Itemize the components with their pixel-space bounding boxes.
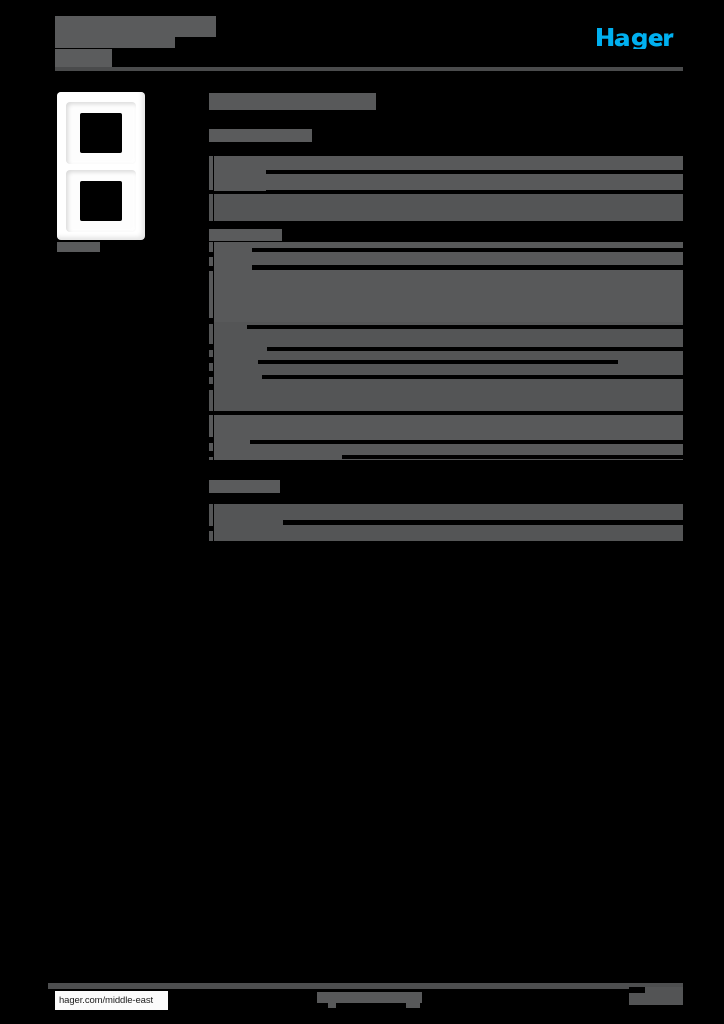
row-separator bbox=[247, 325, 683, 329]
cell-edge bbox=[209, 437, 214, 443]
footer-divider bbox=[48, 983, 683, 989]
table-row-group bbox=[209, 414, 683, 460]
row-separator bbox=[209, 411, 683, 415]
section-heading-3 bbox=[209, 480, 280, 493]
cell-edge bbox=[213, 242, 214, 322]
page-header bbox=[55, 13, 683, 73]
row-separator bbox=[258, 360, 618, 364]
cell-edge bbox=[671, 497, 683, 503]
cell-edge bbox=[209, 190, 214, 194]
row-separator bbox=[618, 248, 683, 252]
product-caption bbox=[57, 242, 100, 252]
hager-logo bbox=[596, 27, 674, 49]
product-frame-cutout-bottom bbox=[66, 170, 136, 232]
cell-edge bbox=[209, 384, 214, 390]
row-separator bbox=[266, 170, 683, 174]
row-separator bbox=[267, 347, 683, 351]
row-separator bbox=[342, 455, 683, 459]
cell-edge bbox=[213, 194, 214, 221]
cell-edge bbox=[213, 322, 214, 414]
cell-edge bbox=[209, 252, 214, 257]
table-row-group bbox=[209, 242, 683, 322]
row-separator bbox=[618, 265, 683, 270]
table-row bbox=[209, 194, 683, 221]
row-separator bbox=[283, 520, 683, 525]
header-divider bbox=[55, 67, 683, 71]
cell-edge bbox=[213, 155, 214, 191]
cell-edge bbox=[209, 526, 214, 531]
row-separator bbox=[209, 541, 683, 545]
row-separator bbox=[252, 265, 618, 270]
product-image bbox=[57, 92, 145, 240]
page-title-line2 bbox=[55, 37, 175, 48]
cell-edge bbox=[209, 266, 214, 271]
cell-edge bbox=[209, 371, 214, 377]
row-separator bbox=[252, 248, 618, 252]
row-separator bbox=[209, 221, 683, 236]
footer-center-note bbox=[317, 992, 422, 1003]
cell-edge bbox=[209, 318, 214, 324]
page-title bbox=[55, 16, 216, 37]
row-separator bbox=[250, 440, 683, 444]
footer-page-number-notch bbox=[629, 987, 645, 993]
product-frame-hole-bottom bbox=[80, 181, 122, 221]
footer-center-note-tail2 bbox=[406, 1000, 420, 1008]
row-separator bbox=[209, 153, 683, 156]
page-subtitle bbox=[55, 49, 112, 69]
cell-edge bbox=[209, 344, 214, 350]
footer-center-note-tail bbox=[328, 1002, 336, 1008]
product-frame-outer bbox=[57, 92, 145, 240]
row-separator bbox=[262, 375, 683, 379]
product-frame-cutout-top bbox=[66, 102, 136, 164]
cell-edge bbox=[213, 503, 214, 541]
row-separator bbox=[209, 499, 683, 504]
row-separator bbox=[266, 190, 683, 194]
footer-url[interactable]: hager.com/middle-east bbox=[55, 991, 168, 1010]
section-heading-2 bbox=[209, 229, 282, 241]
table-row-group bbox=[209, 322, 683, 414]
section-heading-1 bbox=[209, 129, 312, 142]
cell-edge bbox=[209, 357, 214, 363]
product-frame-hole-top bbox=[80, 113, 122, 153]
cell-edge bbox=[209, 451, 214, 457]
content-title bbox=[209, 93, 376, 110]
